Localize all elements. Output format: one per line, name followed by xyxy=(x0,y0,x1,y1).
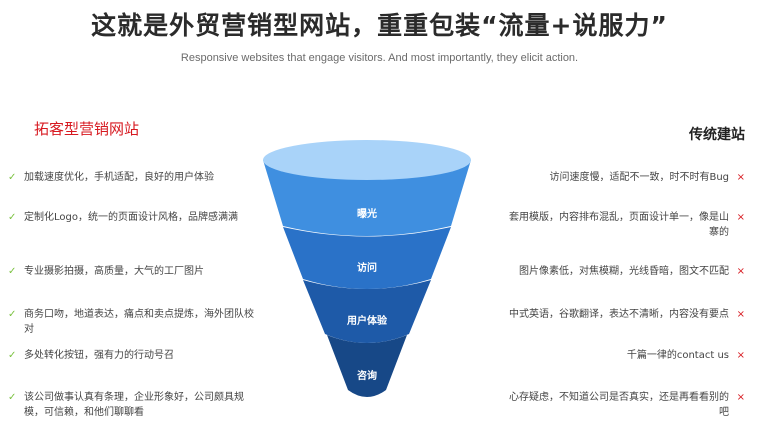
right-list-item: 中式英语，谷歌翻译，表达不清晰，内容没有要点 × xyxy=(505,307,745,322)
left-column-title: 拓客型营销网站 xyxy=(34,120,140,138)
check-icon: ✓ xyxy=(8,350,17,361)
left-list-item: ✓ 定制化Logo，统一的页面设计风格，品牌感满满 xyxy=(8,210,258,225)
funnel-stage-consult xyxy=(327,335,407,397)
right-list-item: 图片像素低，对焦模糊，光线昏暗，图文不匹配 × xyxy=(505,264,745,279)
right-item-text: 千篇一律的contact us xyxy=(626,350,729,361)
check-icon: ✓ xyxy=(8,392,17,403)
cross-icon: × xyxy=(736,212,745,223)
check-icon: ✓ xyxy=(8,212,17,223)
funnel-top-ellipse xyxy=(263,140,471,180)
funnel-label-experience: 用户体验 xyxy=(347,316,387,327)
cross-icon: × xyxy=(736,392,745,403)
left-list-item: ✓ 该公司做事认真有条理，企业形象好，公司颇具规模，可信赖，和他们聊聊看 xyxy=(8,390,258,420)
left-list-item: ✓ 加载速度优化，手机适配，良好的用户体验 xyxy=(8,170,258,185)
left-item-text: 商务口吻，地道表达，痛点和卖点提炼，海外团队校对 xyxy=(24,309,254,335)
funnel-stage-experience xyxy=(303,280,431,343)
funnel-label-exposure: 曝光 xyxy=(357,209,377,220)
check-icon: ✓ xyxy=(8,266,17,277)
page-title: 这就是外贸营销型网站，重重包装“流量+说服力” xyxy=(91,11,668,40)
funnel-stage-exposure xyxy=(263,160,471,236)
funnel-label-consult: 咨询 xyxy=(357,371,377,382)
cross-icon: × xyxy=(736,309,745,320)
right-item-text: 套用模版，内容排布混乱，页面设计单一，像是山寨的 xyxy=(509,212,729,238)
right-item-text: 图片像素低，对焦模糊，光线昏暗，图文不匹配 xyxy=(519,266,729,277)
left-list-item: ✓ 商务口吻，地道表达，痛点和卖点提炼，海外团队校对 xyxy=(8,307,258,337)
left-item-text: 定制化Logo，统一的页面设计风格，品牌感满满 xyxy=(24,212,238,223)
right-list-item: 访问速度慢，适配不一致，时不时有Bug × xyxy=(505,170,745,185)
cross-icon: × xyxy=(736,266,745,277)
right-column-title: 传统建站 xyxy=(689,127,745,143)
right-item-text: 中式英语，谷歌翻译，表达不清晰，内容没有要点 xyxy=(509,309,729,320)
right-list-item: 套用模版，内容排布混乱，页面设计单一，像是山寨的 × xyxy=(505,210,745,240)
left-list-item: ✓ 专业摄影拍摄，高质量，大气的工厂图片 xyxy=(8,264,258,279)
right-item-text: 访问速度慢，适配不一致，时不时有Bug xyxy=(549,172,729,183)
cross-icon: × xyxy=(736,172,745,183)
check-icon: ✓ xyxy=(8,309,17,320)
funnel-stage-visit xyxy=(283,227,451,289)
left-item-text: 该公司做事认真有条理，企业形象好，公司颇具规模，可信赖，和他们聊聊看 xyxy=(24,392,244,418)
left-item-text: 多处转化按钮，强有力的行动号召 xyxy=(24,350,174,361)
funnel-diagram xyxy=(263,140,471,397)
left-item-text: 加载速度优化，手机适配，良好的用户体验 xyxy=(24,172,214,183)
right-list-item: 千篇一律的contact us × xyxy=(505,348,745,363)
cross-icon: × xyxy=(736,350,745,361)
left-item-text: 专业摄影拍摄，高质量，大气的工厂图片 xyxy=(24,266,204,277)
funnel-label-visit: 访问 xyxy=(357,263,377,274)
left-list-item: ✓ 多处转化按钮，强有力的行动号召 xyxy=(8,348,258,363)
check-icon: ✓ xyxy=(8,172,17,183)
right-item-text: 心存疑虑，不知道公司是否真实，还是再看看别的吧 xyxy=(509,392,729,418)
page-subtitle: Responsive websites that engage visitors… xyxy=(180,52,579,64)
right-list-item: 心存疑虑，不知道公司是否真实，还是再看看别的吧 × xyxy=(505,390,745,420)
